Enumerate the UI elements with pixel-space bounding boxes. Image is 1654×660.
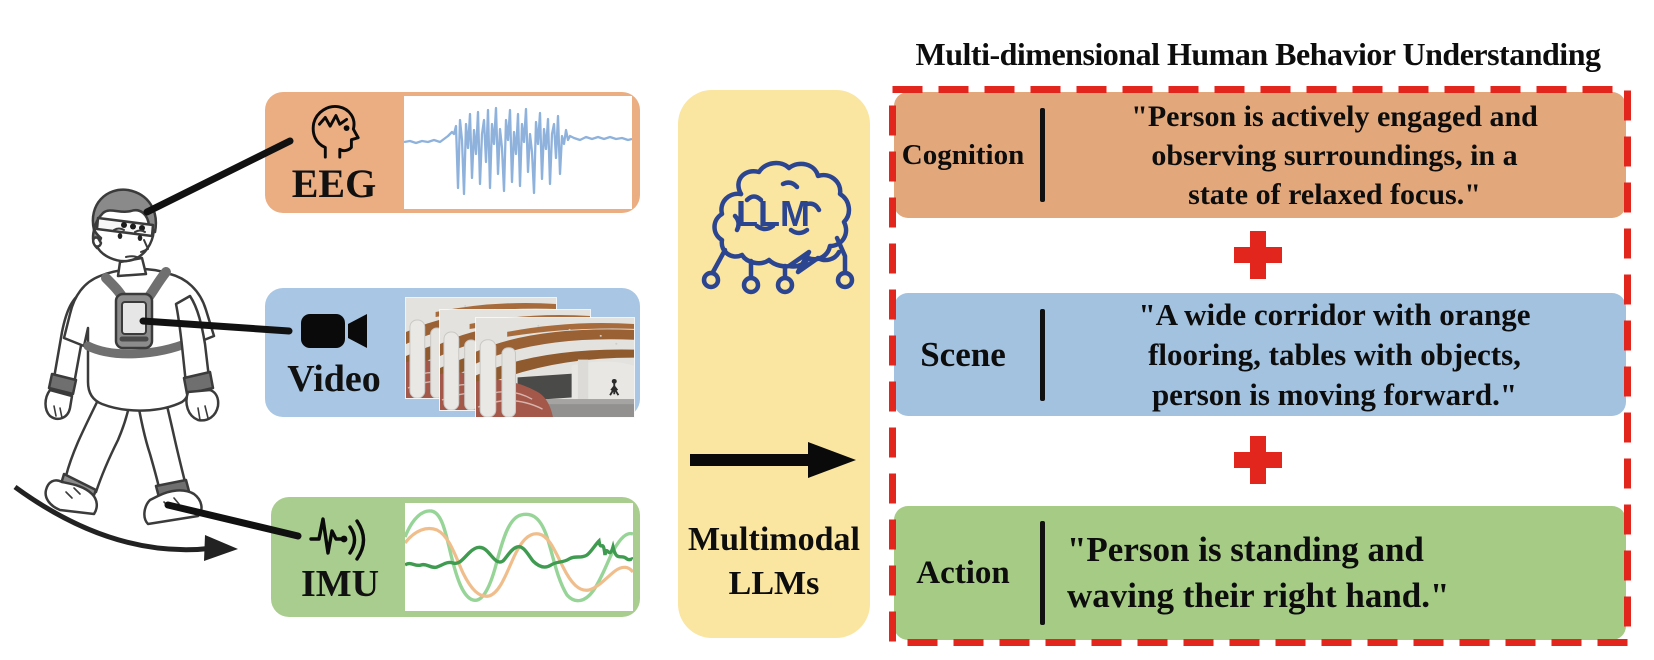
video-camera-icon (301, 313, 367, 348)
scene-quote: "A wide corridor with orange flooring, t… (1138, 296, 1531, 412)
imu-label: IMU (300, 563, 380, 605)
video-label: Video (287, 357, 381, 400)
processor-label-line1: Multimodal (688, 521, 860, 558)
scene-result-box: Scene "A wide corridor with orange floor… (894, 293, 1626, 416)
cognition-quote: "Person is actively engaged and observin… (1131, 99, 1538, 211)
action-quote: "Person is standing and waving their rig… (1067, 530, 1450, 615)
eeg-label: EEG (291, 160, 377, 206)
action-separator (1040, 521, 1045, 625)
eeg-electrodes (121, 222, 145, 231)
eeg-waveform (404, 106, 632, 196)
corridor-photo-frame-3 (475, 317, 635, 418)
eeg-modality-box: EEG (265, 92, 640, 213)
imu-waveform (405, 509, 633, 603)
video-modality-box: Video (265, 288, 640, 418)
plus-icon (1234, 436, 1282, 484)
processor-label: Multimodal LLMs (678, 518, 870, 606)
page-title: Multi-dimensional Human Behavior Underst… (915, 36, 1601, 72)
llm-brain-icon: LLM (701, 160, 855, 295)
chest-camera-device (114, 292, 154, 350)
left-wristband (47, 372, 78, 396)
imu-waveform-panel (405, 503, 633, 611)
scene-separator (1040, 308, 1045, 401)
scene-label: Scene (920, 335, 1006, 374)
flow-arrow (690, 442, 856, 478)
right-wristband (182, 370, 215, 396)
imu-modality-box: IMU (271, 497, 640, 617)
walking-person-illustration (44, 188, 220, 526)
cognition-label: Cognition (901, 138, 1025, 171)
action-result-box: Action "Person is standing and waving th… (894, 506, 1626, 640)
cognition-separator (1040, 108, 1045, 202)
llm-icon-label: LLM (736, 193, 810, 234)
action-label: Action (916, 554, 1010, 591)
plus-icon (1234, 231, 1282, 279)
imu-signal-icon (309, 517, 366, 561)
eeg-waveform-panel (404, 96, 632, 209)
cognition-result-box: Cognition "Person is actively engaged an… (894, 92, 1626, 218)
multimodal-llm-box: LLM Multimodal LLMs (678, 90, 870, 638)
processor-label-line2: LLMs (728, 565, 820, 602)
eeg-head-icon (311, 104, 360, 159)
